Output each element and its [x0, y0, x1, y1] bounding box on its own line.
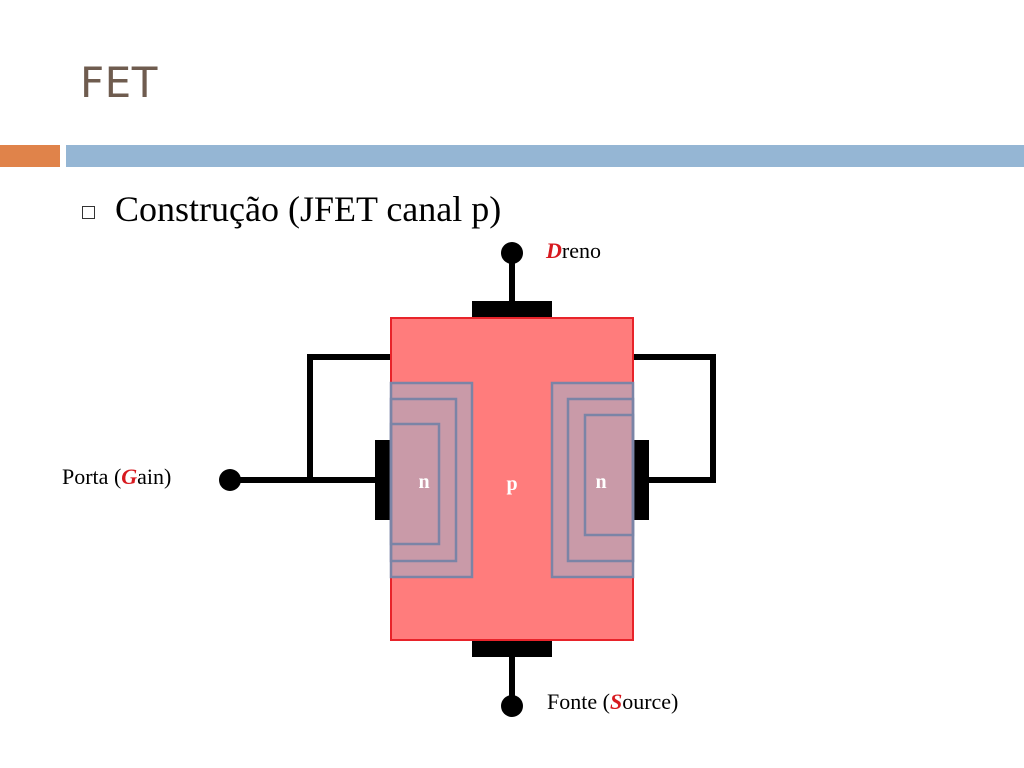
drain-label: Dreno [545, 238, 601, 263]
n-region-left [389, 381, 474, 579]
gate-terminal [219, 469, 241, 491]
n-region-right [550, 381, 635, 579]
accent-bar-orange [0, 145, 60, 167]
gate-label: Porta (Gain) [62, 464, 171, 489]
accent-bar-blue [66, 145, 1024, 167]
drain-terminal [501, 242, 523, 264]
bullet-item: Construção (JFET canal p) [82, 188, 501, 230]
gate-wire-right [633, 354, 716, 483]
source-contact [472, 640, 552, 657]
drain-contact [472, 301, 552, 318]
region-label-left: n [418, 471, 429, 493]
gate-contact-left [375, 440, 391, 520]
hollow-square-bullet-icon [82, 205, 95, 219]
source-label: Fonte (Source) [547, 689, 678, 714]
region-label-center: p [506, 473, 517, 495]
gate-contact-right [633, 440, 649, 520]
slide-title: FET [80, 58, 158, 107]
source-terminal [501, 695, 523, 717]
bullet-text: Construção (JFET canal p) [115, 189, 502, 229]
region-label-right: n [595, 471, 606, 493]
gate-wire-left [307, 354, 390, 480]
